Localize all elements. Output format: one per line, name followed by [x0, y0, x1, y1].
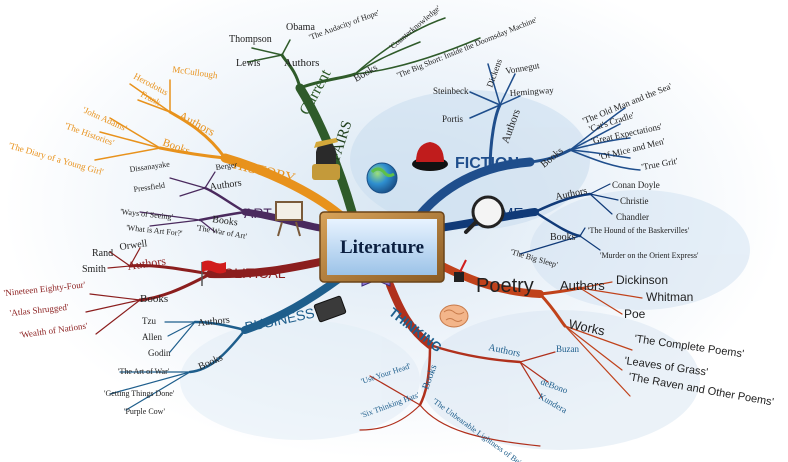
author-whitman: Whitman	[646, 290, 693, 304]
author-portis: Portis	[442, 114, 464, 124]
bust-icon	[312, 138, 340, 180]
book-art-of-war: 'The Art of War'	[118, 367, 170, 376]
author-rand: Rand	[92, 248, 113, 259]
author-dissanayake: Dissanayake	[129, 159, 171, 174]
author-allen: Allen	[142, 332, 162, 342]
political-label: POLITICAL	[214, 265, 286, 281]
book-diary-young-girl: 'The Diary of a Young Girl'	[7, 140, 105, 177]
book-atlas-shrugged: 'Atlas Shrugged'	[9, 302, 69, 318]
political-authors-label: Authors	[126, 254, 167, 273]
inkwell-icon	[454, 259, 467, 282]
author-thompson: Thompson	[229, 34, 272, 45]
book-wealth-of-nations: 'Wealth of Nations'	[19, 320, 89, 339]
author-lewis: Lewis	[236, 58, 261, 69]
branch-thinking	[359, 281, 556, 447]
author-mccullough: McCullough	[172, 64, 219, 80]
author-steinbeck: Steinbeck	[433, 86, 469, 96]
book-purple-cow: 'Purple Cow'	[124, 407, 165, 416]
business-authors-label: Authors	[197, 315, 230, 329]
fiction-label: FICTION	[455, 155, 519, 172]
hat-icon	[412, 142, 448, 171]
flag-icon	[201, 260, 226, 286]
center-node: Literature	[319, 211, 445, 283]
author-vonnegut: Vonnegut	[505, 60, 541, 76]
author-orwell: Orwell	[119, 238, 148, 253]
author-dickinson: Dickinson	[616, 273, 668, 287]
book-nineteen-eighty-four: 'Nineteen Eighty-Four'	[3, 279, 86, 298]
book-ways-of-seeing: 'Ways of Seeing'	[120, 207, 174, 222]
author-godin: Godin	[148, 348, 171, 358]
author-tzu: Tzu	[142, 316, 156, 326]
history-authors-label: Authors	[177, 108, 218, 139]
book-murder-orient-express: 'Murder on the Orient Express'	[600, 251, 699, 260]
book-getting-things-done: 'Getting Things Done'	[104, 389, 175, 398]
book-hound-baskervilles: 'The Hound of the Baskervilles'	[588, 226, 690, 235]
branch-business	[109, 274, 344, 411]
branch-history	[94, 79, 345, 220]
author-christie: Christie	[620, 196, 649, 206]
magnifier-icon	[464, 195, 505, 234]
author-pressfield: Pressfield	[133, 181, 166, 194]
author-smith: Smith	[82, 264, 106, 275]
poetry-label: Poetry	[476, 275, 534, 297]
book-what-is-art-for: 'What is Art For?'	[126, 223, 184, 238]
poetry-authors-label: Authors	[560, 278, 605, 293]
briefcase-icon	[313, 295, 347, 323]
author-dickens: Dickens	[484, 57, 504, 89]
political-books-label: Books	[140, 293, 168, 305]
globe-icon	[366, 162, 398, 194]
author-conan-doyle: Conan Doyle	[612, 180, 660, 190]
current-authors-label: Authors	[284, 57, 319, 69]
author-hemingway: Hemingway	[509, 85, 554, 98]
author-poe: Poe	[624, 307, 646, 321]
background-clouds	[180, 90, 750, 450]
easel-icon	[275, 201, 303, 237]
history-books-label: Books	[161, 137, 192, 158]
crime-books-label: Books	[550, 232, 576, 243]
art-authors-label: Authors	[209, 178, 243, 193]
center-title: Literature	[340, 237, 424, 258]
book-audacity: 'The Audacity of Hope'	[308, 8, 381, 42]
art-label: ART	[244, 205, 272, 221]
author-berger: Berger	[215, 160, 238, 172]
art-books-label: Books	[212, 214, 239, 228]
brain-icon	[439, 304, 469, 328]
branch-poetry	[436, 261, 643, 397]
author-obama: Obama	[286, 22, 315, 33]
author-chandler: Chandler	[616, 212, 649, 222]
branch-fiction	[415, 63, 641, 220]
author-buzan: Buzan	[556, 344, 579, 354]
book-true-grit: 'True Grit'	[641, 156, 679, 172]
